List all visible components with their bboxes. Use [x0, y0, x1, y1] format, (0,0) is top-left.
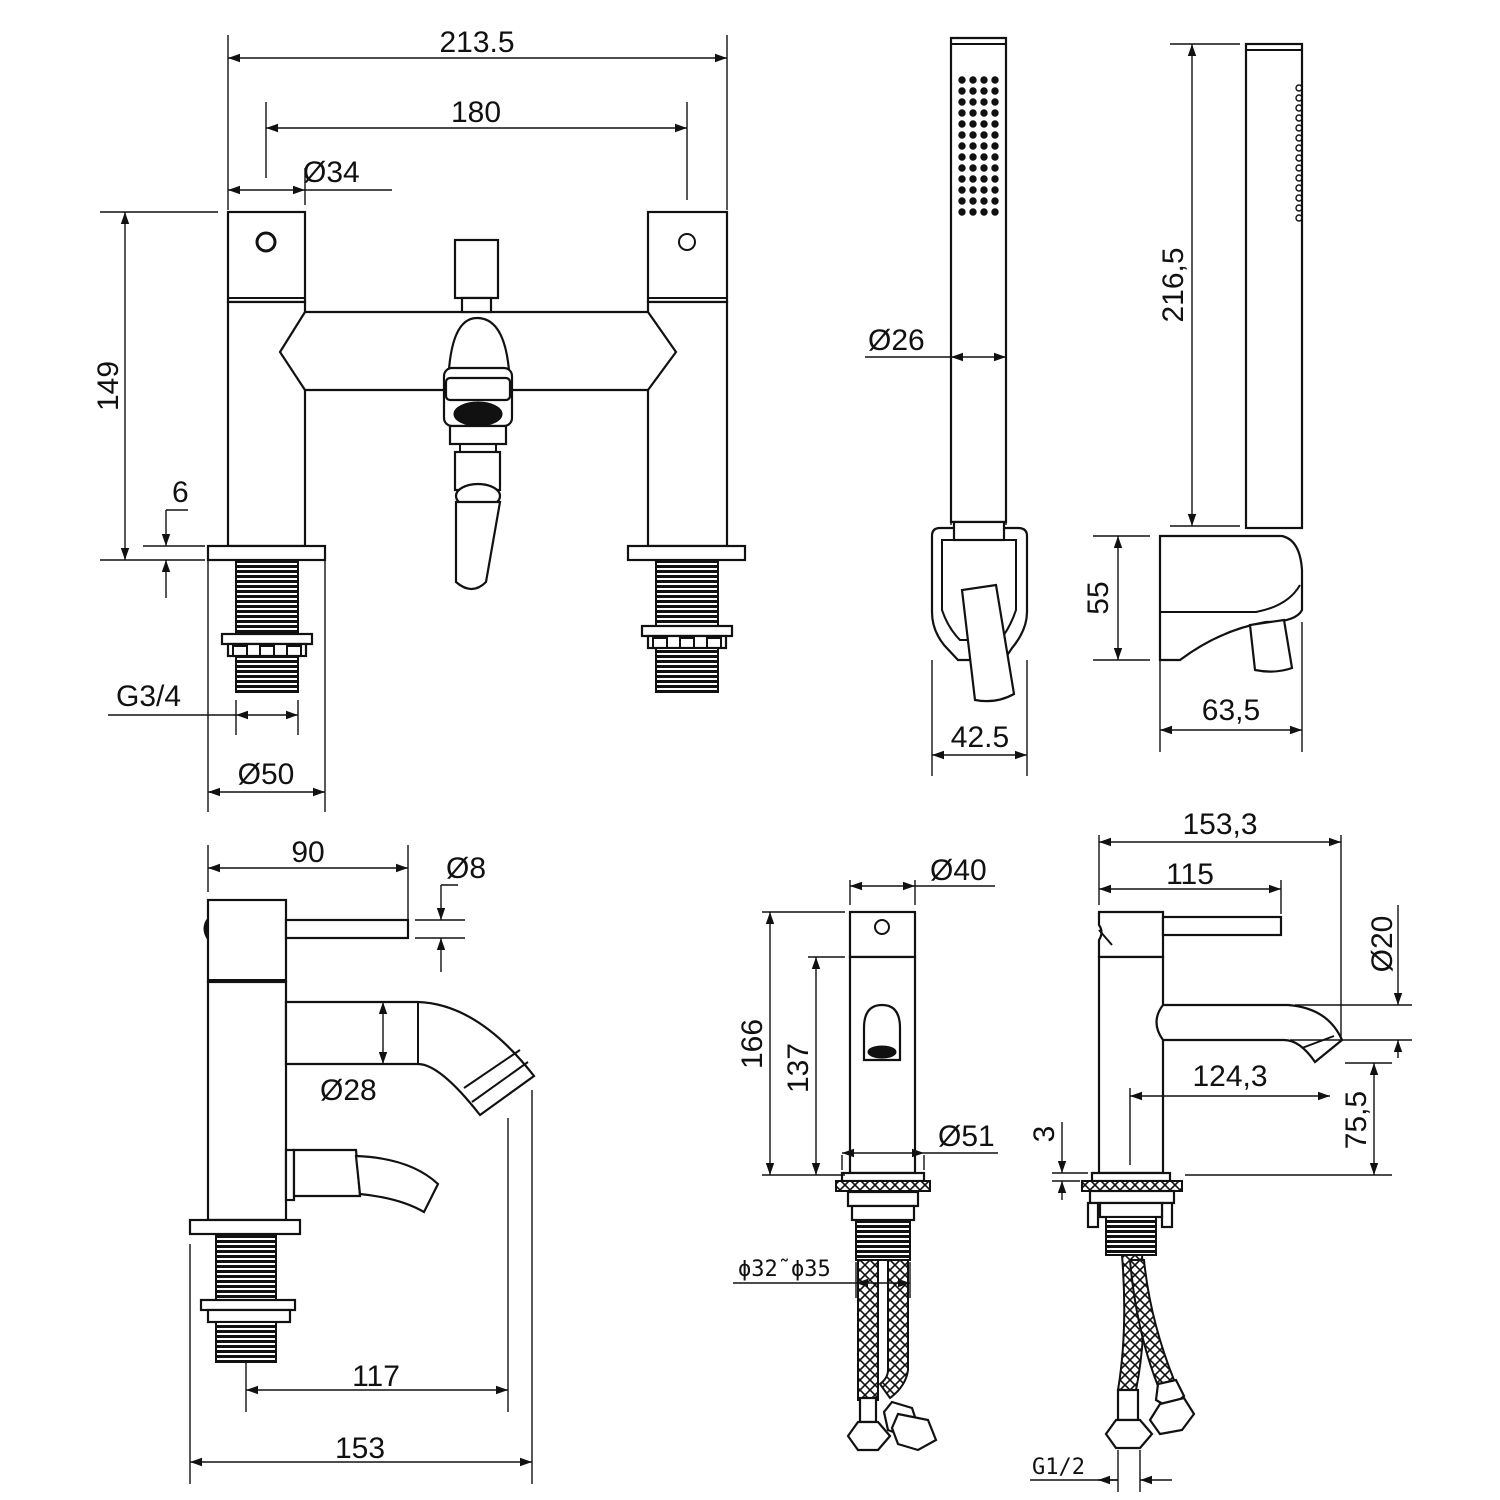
- side-lever: [284, 918, 410, 940]
- basin-mixer-side-view: 153,3 115 Ø20 124,3 75,5 3 G1/2: [1028, 808, 1412, 1492]
- dim-basin-plate: 3: [1028, 1126, 1061, 1143]
- dim-bath-plate: 6: [172, 476, 189, 509]
- dim-bath-base-dia: Ø50: [238, 758, 295, 791]
- dim-bath-handle-dia: Ø34: [303, 156, 360, 189]
- basin-mixer-front-view: Ø40 166 137 Ø51 ϕ32˜ϕ35: [733, 854, 998, 1452]
- shower-spray-dots: [958, 76, 999, 216]
- dim-side-lever-dia: Ø8: [446, 852, 486, 885]
- dim-side-reach: 117: [352, 1360, 400, 1393]
- basin-outlet: [862, 1003, 902, 1062]
- dim-basin-base-dia: Ø51: [938, 1120, 995, 1153]
- side-spout: [284, 1000, 536, 1117]
- dim-bath-centers: 180: [451, 96, 501, 129]
- dim-basin-dia: Ø40: [930, 854, 987, 887]
- dim-holder-depth: 63,5: [1202, 694, 1260, 727]
- dim-holder-height: 55: [1082, 581, 1115, 614]
- dim-side-spout-dia: Ø28: [320, 1074, 377, 1107]
- right-handle: [646, 210, 729, 304]
- dim-bath-height: 149: [92, 361, 125, 411]
- dim-basin-hole: ϕ32˜ϕ35: [738, 1257, 831, 1282]
- dim-basin-thread: G1/2: [1032, 1455, 1085, 1480]
- dim-bath-width: 213.5: [439, 26, 514, 59]
- dim-basin-depth: 153,3: [1182, 808, 1257, 841]
- dim-basin-spout-dia: Ø20: [1366, 916, 1399, 973]
- dim-shower-length: 216,5: [1157, 247, 1190, 322]
- basin-lever: [1161, 915, 1283, 937]
- shower-side-dots: [1295, 84, 1303, 222]
- dim-side-lever: 90: [291, 836, 324, 869]
- hand-shower-views: Ø26 216,5 55 42.5 63,5: [865, 36, 1304, 776]
- shower-hose: [454, 500, 502, 591]
- dim-basin-height: 166: [736, 1019, 769, 1069]
- bath-mixer-side-view: 90 Ø8 Ø28 117 153: [188, 836, 536, 1484]
- dim-basin-spout-height: 137: [782, 1043, 815, 1093]
- dim-shower-dia: Ø26: [868, 324, 925, 357]
- side-handle: [206, 898, 288, 984]
- shower-handle-side: [1244, 42, 1304, 530]
- dim-side-depth: 153: [335, 1432, 385, 1465]
- left-handle: [226, 210, 307, 304]
- dim-basin-lever: 115: [1166, 858, 1214, 891]
- basin-spout-side: [1155, 1003, 1344, 1064]
- dim-holder-width: 42.5: [951, 721, 1009, 754]
- dim-basin-reach: 124,3: [1192, 1060, 1267, 1093]
- diverter-knob: [453, 238, 500, 300]
- dim-bath-thread: G3/4: [116, 680, 181, 713]
- basin-handle-side: [1097, 910, 1165, 959]
- bath-mixer-front-view: 213.5 180 Ø34 149 6 G3/4 Ø50: [92, 26, 747, 812]
- dim-basin-outlet-height: 75,5: [1340, 1091, 1373, 1149]
